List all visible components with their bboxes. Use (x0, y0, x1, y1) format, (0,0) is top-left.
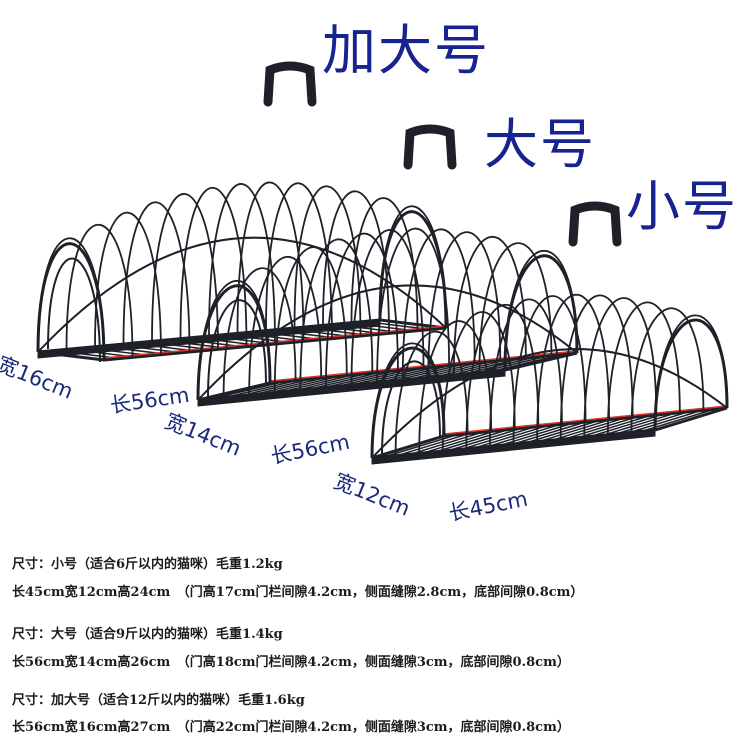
carry-handle-icon (568, 201, 622, 247)
spec-large-title: 尺寸：大号（适合9斤以内的猫咪）毛重1.4kg (12, 627, 283, 642)
carry-handle-icon (263, 61, 317, 107)
spec-small-title: 尺寸：小号（适合6斤以内的猫咪）毛重1.2kg (12, 557, 283, 572)
spec-xl-detail: 长56cm宽16cm高27cm （门高22cm门栏间隙4.2cm，侧面缝隙3cm… (12, 720, 570, 735)
label-small: 小号 (626, 175, 738, 238)
label-large: 大号 (484, 113, 596, 176)
cage-small-icon (370, 201, 729, 465)
spec-large-detail: 长56cm宽14cm高26cm （门高18cm门栏间隙4.2cm，侧面缝隙3cm… (12, 655, 570, 670)
spec-small-detail: 长45cm宽12cm高24cm （门高17cm门栏间隙4.2cm，侧面缝隙2.8… (12, 585, 584, 600)
carry-handle-icon (403, 124, 457, 170)
spec-xl-title: 尺寸：加大号（适合12斤以内的猫咪）毛重1.6kg (12, 693, 305, 708)
cage-extra-large-icon (36, 61, 448, 363)
label-extra-large: 加大号 (322, 19, 490, 82)
